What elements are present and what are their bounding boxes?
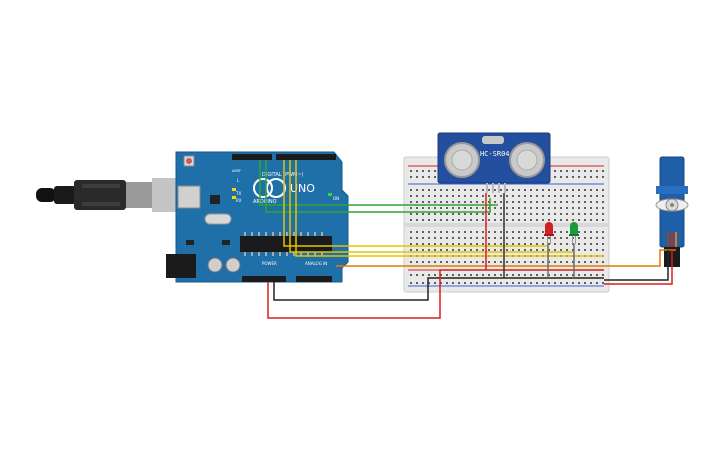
on-label: ON <box>333 196 339 201</box>
black-wire-gnd[interactable] <box>273 277 604 301</box>
analog-header[interactable] <box>296 276 332 282</box>
red-wire-5v[interactable] <box>267 269 604 319</box>
green-led[interactable] <box>569 222 579 244</box>
yellow-wire-2[interactable] <box>289 160 574 253</box>
green-wire-1[interactable] <box>259 160 498 206</box>
arduino-uno-board[interactable]: UNO ARDUINO DIGITAL (PWM~) TX RX L ON AR… <box>166 151 349 283</box>
power-header[interactable] <box>242 276 286 282</box>
wires[interactable] <box>259 160 676 319</box>
rx-label: RX <box>236 198 242 203</box>
digital-label: DIGITAL (PWM~) <box>262 172 304 178</box>
sensor-name: HC-SR04 <box>480 150 510 158</box>
black-wire-servo[interactable] <box>604 250 669 281</box>
yellow-wire-1[interactable] <box>283 160 548 247</box>
power-label: POWER <box>262 261 277 266</box>
analog-label: ANALOG IN <box>305 261 327 266</box>
usb-cable[interactable] <box>36 178 178 212</box>
yellow-wire-3[interactable] <box>295 160 604 257</box>
digital-header[interactable] <box>232 154 272 160</box>
aref-label: AREF <box>232 169 241 173</box>
red-wire-servo[interactable] <box>604 250 673 285</box>
tx-label: TX <box>235 191 241 196</box>
power-jack[interactable] <box>166 254 196 278</box>
arduino-logo-icon <box>253 178 273 198</box>
hc-sr04-sensor[interactable]: HC-SR04 <box>437 132 551 193</box>
green-wire-2[interactable] <box>265 160 491 213</box>
atmega-chip <box>240 236 332 252</box>
model-text: UNO <box>290 182 315 195</box>
red-led[interactable] <box>544 222 554 244</box>
l-label: L <box>237 178 240 183</box>
logo-text: ARDUINO <box>253 199 277 205</box>
